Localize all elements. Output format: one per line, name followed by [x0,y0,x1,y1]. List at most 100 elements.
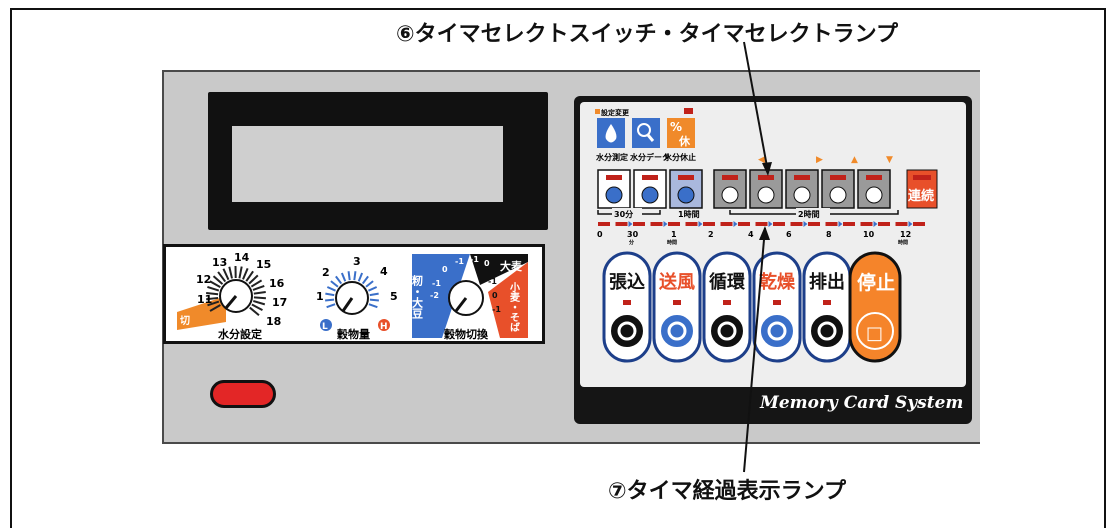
timer-progress-lamp [808,222,820,226]
knob-tick [370,294,379,295]
knob-tick [370,300,379,301]
moisture-knob-group: 13 14 15 12 16 11 17 18 切 水分設定 [177,251,287,341]
grain-switch-scale-8: 0 [492,291,498,300]
knob-tick [325,300,334,301]
grain-switch-scale-1: -2 [430,291,439,300]
timer-scale-2: 2 [708,230,714,239]
knob-tick [327,287,335,291]
timer-scale-6: 6 [786,230,792,239]
timer-progress-lamp [738,222,750,226]
timer-progress-lamps [598,221,925,227]
grain-switch-barley: 大麦 [500,259,523,273]
timer-select-dot [678,187,694,203]
grain-switch-knob-group: 籾・大豆 大麦 小麦・そば -2 -1 0 -1 -1 0 -1 0 -1 穀物… [411,254,529,341]
timer-select-lamp [830,175,846,180]
timer-select-dot [606,187,622,203]
knob-tick [363,276,368,283]
continuous-lamp [913,175,931,180]
operation-button-label: 張込 [609,272,645,293]
group-1h-label: 1時間 [678,209,700,219]
operation-button-lamp [673,300,681,305]
amount-scale-1: 1 [316,290,324,303]
knob-tick [331,281,338,287]
timer-unit-hour-1: 時間 [667,239,677,246]
grain-switch-scale-3: 0 [442,265,448,274]
grain-switch-label: 穀物切換 [444,327,489,341]
grain-switch-scale-9: -1 [492,305,501,314]
grain-switch-scale-6: 0 [484,259,490,268]
group-2h-label: 2時間 [798,209,820,219]
scale-16: 16 [269,277,285,290]
stop-glyph: □ [866,323,883,344]
timer-progress-lamp [598,222,610,226]
timer-progress-lamp [913,222,925,226]
timer-select-lamp [642,175,658,180]
timer-scale-4: 4 [748,230,754,239]
timer-select-lamp [606,175,622,180]
scale-18: 18 [266,315,281,328]
timer-select-dot [866,187,882,203]
timer-progress-arrow-icon [734,221,738,227]
operation-button-label: 排出 [809,271,845,293]
scale-13: 13 [212,256,227,269]
grain-amount-label: 穀物量 [337,327,370,341]
timer-progress-lamp [651,222,663,226]
timer-select-dot [830,187,846,203]
setting-change-label: 設定変更 [601,108,630,117]
low-mark-text: L [322,322,328,332]
timer-select-dot [642,187,658,203]
operation-button-5[interactable]: 排出 [804,253,850,361]
timer-progress-arrow-icon [839,221,843,227]
scale-14: 14 [234,251,250,264]
timer-scale-8: 8 [826,230,832,239]
timer-progress-lamp [896,222,908,226]
moisture-label: 水分設定 [218,327,262,341]
knob-tick [254,297,266,298]
amount-scale-4: 4 [380,265,388,278]
circulation-icon [710,314,744,348]
timer-select-lamp [866,175,882,180]
continuous-label: 連続 [908,188,934,204]
knob-tick [349,271,350,280]
operation-button-1[interactable]: 張込 [604,253,650,361]
knob-tick [229,267,232,279]
arrow-right-icon: ▶ [816,155,823,165]
timer-progress-lamp [826,222,838,226]
moisture-rest-label: 水分休止 [663,152,696,162]
operation-buttons: 張込送風循環乾燥排出 [604,253,850,361]
knob-tick [359,273,362,281]
arrow-up-icon: ▲ [851,155,858,165]
load-in-icon [610,314,644,348]
timer-unit-min: 分 [629,239,634,246]
scale-11: 11 [197,293,212,306]
operation-button-2[interactable]: 送風 [654,253,700,361]
setting-change-marker [595,109,600,114]
operation-button-lamp [723,300,731,305]
operation-button-label: 送風 [658,271,695,293]
percent-glyph: % [670,120,682,134]
timer-progress-arrow-icon [699,221,703,227]
control-top-section: 設定変更 % 休 水分測定 水分データ 水分休止 ◀ ▶ ▲ ▼ 連続 30 [595,108,937,246]
timer-progress-lamp [756,222,768,226]
operation-button-lamp [773,300,781,305]
operation-button-3[interactable]: 循環 [704,253,750,361]
knob-tick [368,287,376,291]
timer-progress-lamp [668,222,680,226]
timer-progress-lamp [791,222,803,226]
timer-progress-lamp [878,222,890,226]
operation-button-label: 乾燥 [759,271,796,293]
timer-progress-lamp [633,222,645,226]
grain-switch-scale-4: -1 [455,257,464,266]
knob-tick [252,304,263,310]
timer-progress-lamp [773,222,785,226]
knob-tick [250,308,259,316]
grain-switch-scale-5: -1 [470,255,479,264]
timer-progress-arrow-icon [629,221,633,227]
timer-progress-arrow-icon [874,221,878,227]
timer-progress-lamp [686,222,698,226]
callout-bottom-arrowhead [759,226,770,240]
scale-17: 17 [272,296,287,309]
operation-button-lamp [823,300,831,305]
moisture-data-button[interactable] [632,118,660,148]
knob-tick [342,273,345,281]
